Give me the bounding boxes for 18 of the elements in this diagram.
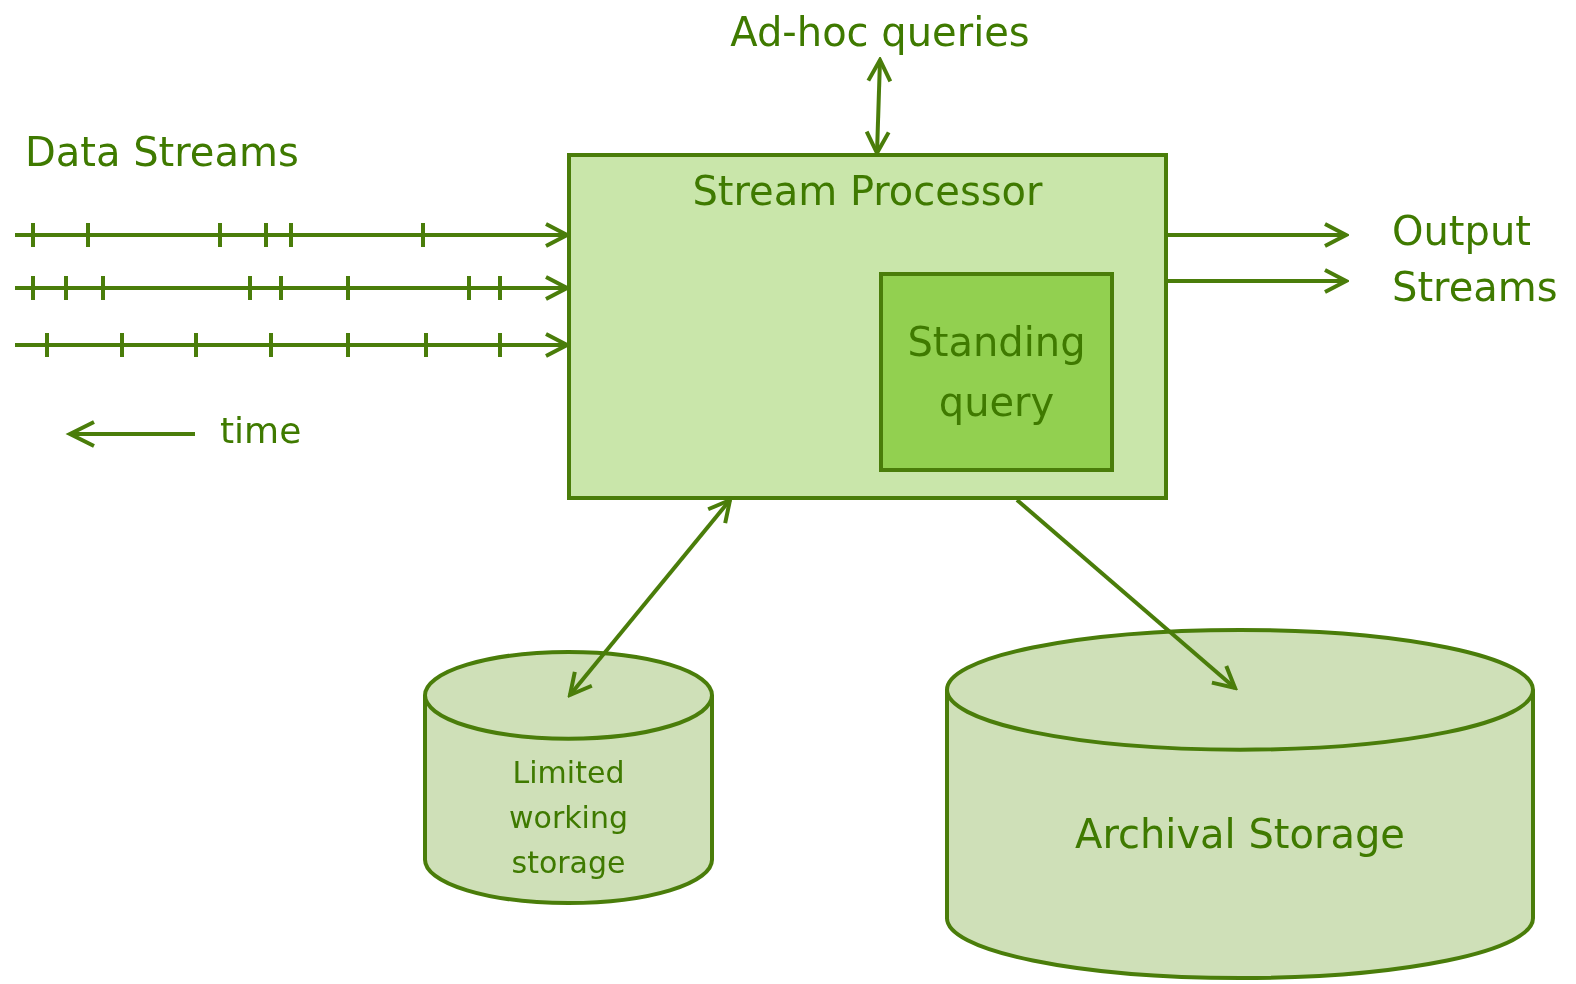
arrow: [864, 58, 893, 155]
label: Data Streams: [25, 128, 299, 177]
arrow: [15, 275, 569, 301]
arrow: [1015, 498, 1237, 690]
box-title: Stream Processor: [691, 167, 1044, 216]
node-label: Output Streams: [1392, 207, 1559, 312]
node-label: Ad-hoc queries: [729, 8, 1031, 57]
cylinder-label: Limited working storage: [508, 754, 629, 882]
cylinder-label: Archival Storage: [1074, 810, 1406, 859]
arrow: [568, 498, 732, 697]
arrow: [1168, 268, 1348, 294]
arrow: [1168, 222, 1348, 248]
processor-box: [567, 153, 1168, 500]
arrow: [15, 332, 569, 358]
arrow: [15, 222, 569, 248]
box-label: Standing query: [906, 318, 1087, 427]
query-box: [879, 272, 1114, 472]
label: time: [220, 409, 302, 453]
